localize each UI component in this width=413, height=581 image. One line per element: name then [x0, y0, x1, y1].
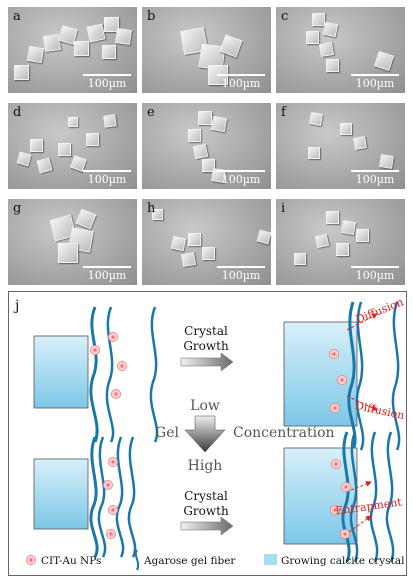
au-nanoparticle [341, 482, 351, 492]
gel-fiber [89, 306, 99, 443]
schematic-svg: j Crystal Growth Diffusion Diffusion Low… [13, 295, 406, 571]
au-nanoparticle [108, 457, 118, 467]
crystal-block [33, 458, 89, 530]
scale-bar: 100µm [217, 74, 265, 90]
scale-bar: 100µm [217, 170, 265, 186]
sem-image-grid: a 100µm b 100µm c 100µm d 100µm [8, 7, 405, 285]
gel-fiber [127, 436, 137, 558]
au-nanoparticle [111, 389, 121, 399]
legend-fiber-label: Agarose gel fiber [143, 555, 236, 567]
panel-label: h [147, 201, 156, 216]
scale-bar: 100µm [83, 266, 131, 282]
arrow-bottom-label-1: Crystal [184, 489, 228, 503]
gel-fiber [89, 436, 99, 558]
sem-panel-d: d 100µm [8, 103, 137, 189]
au-nanoparticle [106, 529, 116, 539]
au-nanoparticle [329, 349, 339, 359]
diffusion-arrow-icon [346, 395, 378, 411]
gel-fiber [369, 431, 379, 563]
growth-arrow-icon [180, 516, 234, 536]
panel-label: b [147, 9, 156, 24]
diffusion-arrow-icon [346, 313, 378, 331]
sem-panel-e: e 100µm [142, 103, 271, 189]
arrow-top-label-2: Growth [183, 339, 229, 353]
entrapment-arrow-icon [350, 481, 372, 491]
gel-fiber [349, 431, 359, 563]
panel-label: f [281, 105, 286, 120]
au-nanoparticle [330, 505, 340, 515]
crystal-block [283, 321, 358, 427]
gel-fiber [149, 306, 159, 443]
sem-panel-i: i 100µm [276, 199, 405, 285]
panel-label: a [13, 9, 21, 24]
panel-label: d [13, 105, 22, 120]
scale-bar: 100µm [351, 74, 399, 90]
au-nanoparticle [90, 345, 100, 355]
concentration-label: Concentration [233, 425, 335, 441]
concentration-arrow-icon [184, 415, 226, 453]
sem-panel-b: b 100µm [142, 7, 271, 93]
sem-panel-h: h 100µm [142, 199, 271, 285]
au-nanoparticle [337, 375, 347, 385]
gel-fiber [97, 436, 107, 558]
panel-label: i [281, 201, 286, 216]
panel-label: c [281, 9, 289, 24]
gel-fiber [385, 431, 395, 563]
scale-bar: 100µm [83, 74, 131, 90]
au-nanoparticle [117, 361, 127, 371]
au-nanoparticle [108, 505, 118, 515]
legend-np-icon [26, 555, 36, 565]
scale-bar: 100µm [217, 266, 265, 282]
au-nanoparticle [103, 480, 113, 490]
gel-fiber [355, 301, 365, 451]
scale-bar: 100µm [351, 170, 399, 186]
schematic-label: j [13, 298, 19, 314]
mechanism-schematic: j Crystal Growth Diffusion Diffusion Low… [8, 291, 407, 576]
gel-fiber [115, 436, 125, 558]
panel-label: e [147, 105, 155, 120]
au-nanoparticle [331, 459, 341, 469]
entrapment-arrow-icon [348, 515, 372, 533]
gel-label: Gel [155, 425, 179, 441]
legend-np-label: CIT-Au NPs [41, 555, 101, 567]
au-nanoparticle [108, 332, 118, 342]
arrow-bottom-label-2: Growth [183, 504, 229, 518]
scale-bar: 100µm [351, 266, 399, 282]
sem-panel-f: f 100µm [276, 103, 405, 189]
high-label: High [188, 458, 223, 474]
diffusion-label: Diffusion [354, 295, 405, 326]
sem-panel-g: g 100µm [8, 199, 137, 285]
au-nanoparticle [330, 403, 340, 413]
arrow-top-label-1: Crystal [184, 324, 228, 338]
diffusion-label: Diffusion [354, 399, 406, 422]
growth-arrow-icon [180, 352, 234, 372]
gel-fiber [391, 301, 401, 451]
gel-fiber [341, 431, 351, 563]
panel-label: g [13, 201, 22, 216]
gel-fiber [105, 306, 115, 443]
au-nanoparticle [340, 529, 350, 539]
sem-panel-a: a 100µm [8, 7, 137, 93]
crystal-block [33, 335, 89, 409]
legend-fiber-icon [134, 549, 140, 571]
scale-bar: 100µm [83, 170, 131, 186]
legend-crystal-label: Growing calcite crystal [281, 555, 405, 567]
low-label: Low [190, 398, 220, 414]
legend-crystal-icon [264, 554, 277, 565]
sem-panel-c: c 100µm [276, 7, 405, 93]
